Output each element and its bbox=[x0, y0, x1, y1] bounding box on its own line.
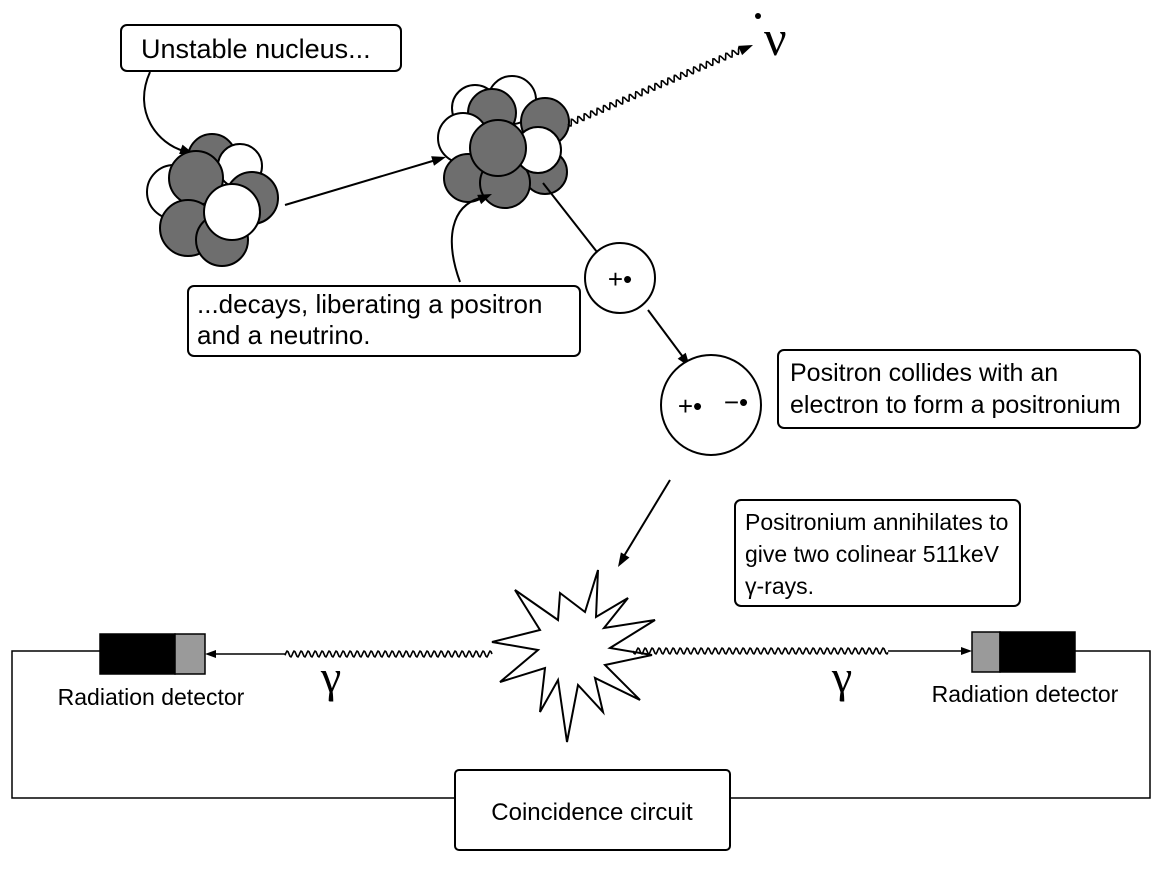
coincidence-label: Coincidence circuit bbox=[491, 799, 693, 826]
decay-arrow-line bbox=[284, 159, 437, 206]
callout-text-line: Positron collides with an bbox=[790, 359, 1058, 387]
arrowhead bbox=[618, 552, 630, 567]
arrowhead bbox=[431, 156, 446, 166]
annihilates-callout: Positronium annihilates to give two coli… bbox=[734, 499, 1021, 607]
gamma-ray-right-wave bbox=[632, 647, 889, 655]
unstable-nucleus-callout: Unstable nucleus... bbox=[120, 24, 402, 72]
positron-path-line bbox=[542, 182, 598, 253]
detector-label-right: Radiation detector bbox=[932, 681, 1119, 707]
detector-body bbox=[99, 633, 176, 675]
gamma-label-right: γ bbox=[831, 651, 852, 702]
curved-arrow-line bbox=[143, 71, 185, 152]
radiation-detector-right bbox=[971, 631, 1076, 673]
arrowhead bbox=[738, 45, 753, 56]
unstable-nucleus bbox=[146, 133, 279, 267]
curved-arrow-line bbox=[450, 197, 481, 283]
detector-window bbox=[971, 631, 1001, 673]
annihilation-arrow-line bbox=[623, 479, 671, 557]
callout-text-line: ...decays, liberating a positron bbox=[197, 289, 542, 319]
decays-callout: ...decays, liberating a positron and a n… bbox=[187, 285, 581, 357]
positronium-circle bbox=[660, 354, 762, 456]
callout-text-line: give two colinear 511keV bbox=[745, 541, 1000, 567]
positron-symbol: +• bbox=[608, 264, 632, 294]
callout-text-line: electron to form a positronium bbox=[790, 391, 1121, 419]
annihilation-burst bbox=[491, 569, 656, 743]
callout-text-line: γ-rays. bbox=[745, 573, 814, 599]
positron-circle bbox=[584, 242, 656, 314]
radiation-detector-left bbox=[99, 633, 206, 675]
gamma-label-left: γ bbox=[320, 651, 341, 702]
callout-box bbox=[777, 349, 1141, 429]
wire-left bbox=[11, 650, 455, 799]
gamma-ray-left-wave bbox=[284, 650, 493, 658]
detector-label-left: Radiation detector bbox=[58, 684, 245, 710]
coincidence-circuit: Coincidence circuit bbox=[454, 769, 731, 851]
callout-box bbox=[120, 24, 402, 72]
positron: +• bbox=[584, 242, 656, 314]
detector-window bbox=[174, 633, 206, 675]
collision-arrow-line bbox=[647, 309, 684, 358]
decayed-nucleus bbox=[437, 75, 570, 209]
detector-body bbox=[999, 631, 1076, 673]
circuit-wiring bbox=[11, 650, 1151, 799]
positronium: +• −• bbox=[660, 354, 762, 456]
nucleon-white bbox=[203, 183, 261, 241]
callout-box bbox=[734, 499, 1021, 607]
callout-text: Unstable nucleus... bbox=[141, 34, 371, 64]
collides-callout: Positron collides with an electron to fo… bbox=[777, 349, 1141, 429]
neutrino-wave bbox=[567, 46, 740, 127]
arrowhead bbox=[477, 194, 492, 205]
nucleon-shaded bbox=[469, 119, 527, 177]
neutrino-symbol: ν bbox=[764, 10, 787, 66]
arrowhead bbox=[961, 647, 972, 655]
arrowhead bbox=[205, 650, 216, 658]
positronium-positron-symbol: +• bbox=[678, 391, 702, 421]
wire-right bbox=[730, 650, 1151, 799]
neutrino-dot bbox=[755, 13, 761, 19]
coincidence-box bbox=[454, 769, 731, 851]
callout-text-line: Positronium annihilates to bbox=[745, 509, 1008, 535]
callout-text-line: and a neutrino. bbox=[197, 320, 370, 350]
callout-box bbox=[187, 285, 581, 357]
positronium-electron-symbol: −• bbox=[724, 387, 748, 417]
